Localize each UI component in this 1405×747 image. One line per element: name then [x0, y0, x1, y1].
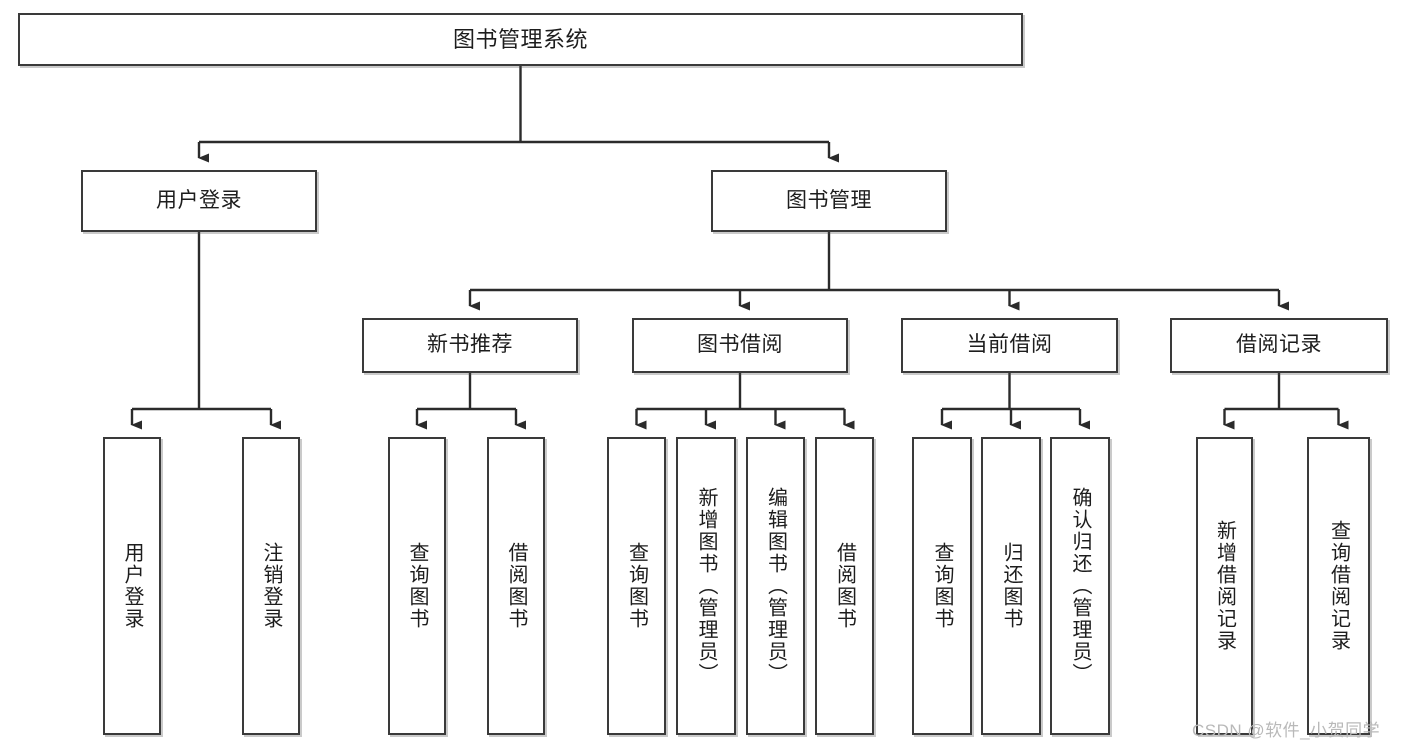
node-leaf_query_book_rec[interactable]: 查询图书	[388, 437, 446, 735]
node-label: 查询借阅记录	[1327, 520, 1350, 652]
node-user_login[interactable]: 用户登录	[81, 170, 317, 232]
node-leaf_user_login[interactable]: 用户登录	[103, 437, 161, 735]
node-leaf_query_record[interactable]: 查询借阅记录	[1307, 437, 1370, 735]
node-label: 确认归还（管理员）	[1069, 487, 1091, 685]
node-leaf_borrow_book_b[interactable]: 借阅图书	[815, 437, 874, 735]
node-label: 用户登录	[121, 542, 143, 630]
node-label: 查询图书	[625, 542, 648, 630]
node-label: 借阅记录	[1236, 333, 1322, 357]
node-label: 注销登录	[260, 542, 282, 630]
node-label: 当前借阅	[966, 333, 1053, 357]
node-leaf_return_book[interactable]: 归还图书	[981, 437, 1041, 735]
node-label: 新增借阅记录	[1213, 520, 1236, 652]
node-leaf_user_logout[interactable]: 注销登录	[242, 437, 300, 735]
node-current_borrow[interactable]: 当前借阅	[901, 318, 1118, 373]
node-new_book_rec[interactable]: 新书推荐	[362, 318, 578, 373]
node-label: 新书推荐	[427, 333, 513, 357]
node-label: 编辑图书（管理员）	[764, 487, 787, 685]
node-label: 新增图书（管理员）	[695, 487, 717, 685]
node-book_manage[interactable]: 图书管理	[711, 170, 947, 232]
node-leaf_add_record[interactable]: 新增借阅记录	[1196, 437, 1253, 735]
node-label: 借阅图书	[505, 542, 527, 630]
node-borrow_record[interactable]: 借阅记录	[1170, 318, 1388, 373]
node-label: 借阅图书	[833, 542, 856, 630]
node-leaf_edit_book[interactable]: 编辑图书（管理员）	[746, 437, 805, 735]
node-label: 查询图书	[931, 542, 953, 630]
node-label: 图书借阅	[697, 333, 783, 357]
node-label: 用户登录	[156, 188, 242, 212]
node-root[interactable]: 图书管理系统	[18, 13, 1023, 66]
node-label: 归还图书	[1000, 542, 1022, 630]
node-leaf_borrow_book_rec[interactable]: 借阅图书	[487, 437, 545, 735]
node-leaf_query_book_b[interactable]: 查询图书	[607, 437, 666, 735]
node-book_borrow[interactable]: 图书借阅	[632, 318, 848, 373]
node-label: 图书管理系统	[452, 26, 588, 52]
node-leaf_confirm_return[interactable]: 确认归还（管理员）	[1050, 437, 1110, 735]
node-leaf_add_book[interactable]: 新增图书（管理员）	[676, 437, 736, 735]
node-label: 查询图书	[406, 542, 428, 630]
node-leaf_query_book_c[interactable]: 查询图书	[912, 437, 972, 735]
node-label: 图书管理	[786, 188, 872, 212]
